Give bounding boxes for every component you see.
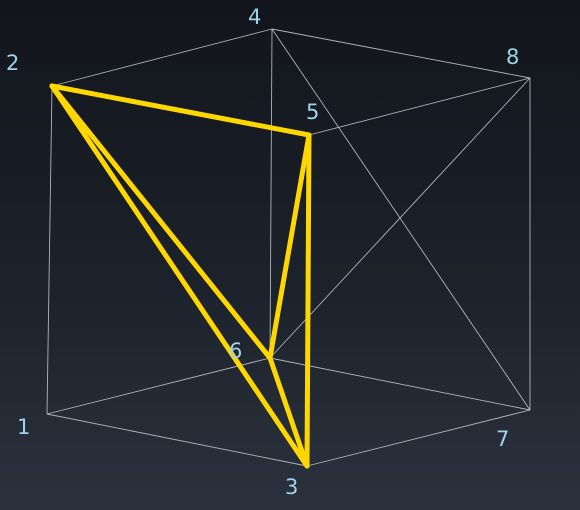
edge-2-4 <box>51 28 273 87</box>
diagonal-4-7 <box>271 28 531 411</box>
edge-6-7 <box>269 357 531 411</box>
edge-2-1 <box>46 85 53 415</box>
vertex-label-7: 7 <box>496 427 509 451</box>
vertex-label-3: 3 <box>285 475 298 499</box>
diagonal-8-6 <box>269 77 531 359</box>
edge-4-8 <box>271 28 531 79</box>
edge-1-6 <box>46 357 271 415</box>
vertex-label-2: 2 <box>6 51 19 75</box>
vertex-label-4: 4 <box>248 5 261 29</box>
edge-8-5 <box>308 77 531 136</box>
edge-3-7 <box>306 409 531 467</box>
edge-5-3-highlight <box>304 132 312 469</box>
edge-2-5-highlight <box>49 83 312 138</box>
edge-4-6 <box>269 28 273 359</box>
vertex-label-6: 6 <box>229 339 242 363</box>
highlighted-tetrahedron <box>49 83 312 469</box>
vertex-label-8: 8 <box>506 45 519 69</box>
vertex-label-5: 5 <box>306 100 319 124</box>
face-diagonals <box>269 28 531 411</box>
edge-2-6-highlight <box>49 83 273 361</box>
edge-1-3 <box>46 413 308 467</box>
edge-6-3-highlight <box>267 355 310 469</box>
edge-5-6-highlight <box>267 132 312 361</box>
vertex-labels: 1 2 3 4 5 6 7 8 <box>6 5 519 499</box>
edge-2-3-highlight <box>49 83 310 469</box>
vertex-label-1: 1 <box>17 415 30 439</box>
cube-edges <box>46 28 531 467</box>
